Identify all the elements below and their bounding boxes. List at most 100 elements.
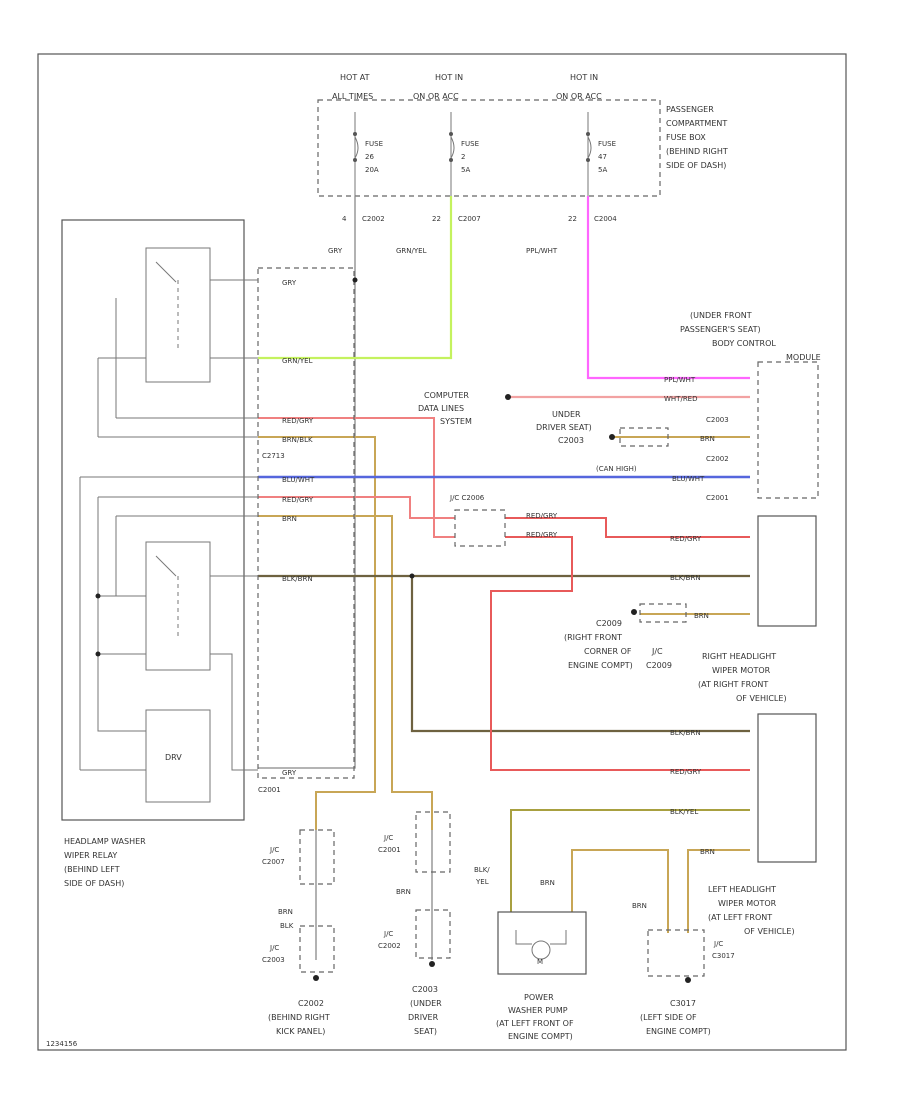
pump-wire-lbl-1: BLK/ [474,866,490,874]
data-line-terminal [505,394,511,400]
relay-wire-8: BLK/BRN [282,575,313,583]
relay-wire-1: GRY [282,279,297,287]
relay-unit-label-4: SIDE OF DASH) [64,879,124,888]
jc-c2009-box [639,603,687,623]
relay-wire-2: GRN/YEL [282,357,313,365]
right-motor-outline [757,515,817,627]
wire-brn-pump [571,849,669,933]
jc-c2006-wire-1: RED/GRY [526,512,558,520]
jc-c2007-label-1: J/C [269,846,279,854]
wire-brn [258,515,433,830]
ground-3-wire: BRN [632,902,647,910]
left-motor-label-1: LEFT HEADLIGHT [708,885,776,894]
bcm-wire-4: BLU/WHT [672,475,705,483]
wire-red-gry-2 [258,496,455,519]
g2003-jc [619,427,669,447]
wire-label-pplwht-top: PPL/WHT [526,247,558,255]
wire-label-gry-top: GRY [328,247,343,255]
jc-c2003-label-2: C2003 [262,956,285,964]
pump-m-label: M [537,958,543,966]
g2003-label-3: C2003 [558,436,584,445]
right-wiper-motor: RED/GRY BLK/BRN BRN RIGHT HEADLIGHT WIPE… [564,515,817,703]
bcm-wire-3: BRN [700,435,715,443]
wire-brn-left [687,849,750,933]
left-motor-wire-1: BLK/BRN [670,729,701,737]
relay-unit-label-1: HEADLAMP WASHER [64,837,146,846]
bcm-outline [757,361,819,499]
left-motor-wire-2: RED/GRY [670,768,702,776]
jc-c3017-label-1: J/C [713,940,723,948]
fuse-box-label-2: COMPARTMENT [666,119,727,128]
fuse-box-label-4: (BEHIND RIGHT [666,147,728,156]
wire-ppl-wht [586,196,750,380]
ground-3-label-3: ENGINE COMPT) [646,1027,711,1036]
pump-wire-brn: BRN [540,879,555,887]
bcm-wire-1: PPL/WHT [664,376,696,384]
body-control-module: (UNDER FRONT PASSENGER'S SEAT) BODY CONT… [418,311,821,502]
conn-c2002-top: C2002 [362,215,385,223]
right-motor-label-1: RIGHT HEADLIGHT [702,652,776,661]
ground-2-label-3: DRIVER [408,1013,439,1022]
left-motor-label-3: (AT LEFT FRONT [708,913,772,922]
fuse-1-hot-line1: HOT AT [340,73,370,82]
jc-c2009-label-1: J/C [651,647,663,656]
jc-c2001-label-2: C2001 [378,846,401,854]
relay-wire-7: BRN [282,515,297,523]
bcm-label-2: PASSENGER'S SEAT) [680,325,761,334]
conn-pin-4: 4 [342,215,347,223]
left-motor-label-2: WIPER MOTOR [718,899,777,908]
ground-c2003: J/C C2001 J/C C2002 BRN C2003 (UNDER DRI… [378,811,451,1036]
fuse-3-hot-line2: ON OR ACC [556,92,602,101]
jc-c2009-label-2: C2009 [646,661,672,670]
pump-wire-lbl-2: YEL [475,878,489,886]
wire-red-wht-b [490,536,750,771]
g2003-label-1: UNDER [552,410,581,419]
right-motor-label-4: OF VEHICLE) [736,694,787,703]
data-lines-label-2: DATA LINES [418,404,464,413]
jc-c3017-box [647,929,705,977]
pump-internal [515,930,567,945]
bcm-wire-2: WHT/RED [664,395,698,403]
fuse-26-number: 26 [365,153,374,161]
jc-c2003-label-1: J/C [269,944,279,952]
pump-outline [497,911,587,975]
ground-3-label-2: (LEFT SIDE OF [640,1013,697,1022]
fuse-26-rating: 20A [365,166,379,174]
jc-c2003-box [299,925,335,973]
ground-1-wire-2: BLK [280,922,294,930]
jc-c2002-box [415,909,451,959]
jc-c2006-box [454,509,506,547]
relay-connector-c2713 [257,267,355,779]
fuse-2-hot-line2: ON OR ACC [413,92,459,101]
jc-c2007-box [299,829,335,885]
conn-c2004-top: C2004 [594,215,617,223]
ground-2-label-4: SEAT) [414,1027,437,1036]
right-motor-wire-3: BRN [694,612,709,620]
pump-label-4: ENGINE COMPT) [508,1032,573,1041]
g101-label-3: CORNER OF [584,647,632,656]
relay-wire-6: RED/GRY [282,496,314,504]
relay-internal-wiring [80,279,258,771]
washer-pump: M POWER WASHER PUMP (AT LEFT FRONT OF EN… [474,866,587,1041]
fuse-box-label-5: SIDE OF DASH) [666,161,726,170]
pump-label-3: (AT LEFT FRONT OF [496,1019,574,1028]
bcm-label-1: (UNDER FRONT [690,311,752,320]
fuse-47: FUSE 47 5A [586,112,616,196]
ground-c2003-point [429,961,435,967]
left-motor-outline [757,713,817,863]
ground-c2002: J/C C2007 J/C C2003 BRN BLK C2002 (BEHIN… [262,829,335,1036]
right-motor-wire-1: RED/GRY [670,535,702,543]
relay-internal-bus [79,298,146,770]
relay-unit-label-3: (BEHIND LEFT [64,865,120,874]
fuse-26: FUSE 26 20A [353,112,383,196]
left-motor-wire-3: BLK/YEL [670,808,698,816]
diagram-frame [37,53,847,1051]
wire-brn-blk [258,436,376,830]
wire-blk-brn-2 [410,576,750,733]
bcm-conn-2: C2002 [706,455,729,463]
jc-c2002-label-2: C2002 [378,942,401,950]
jc-c2001-box [415,811,451,873]
wire-red-wht-a [505,517,750,538]
